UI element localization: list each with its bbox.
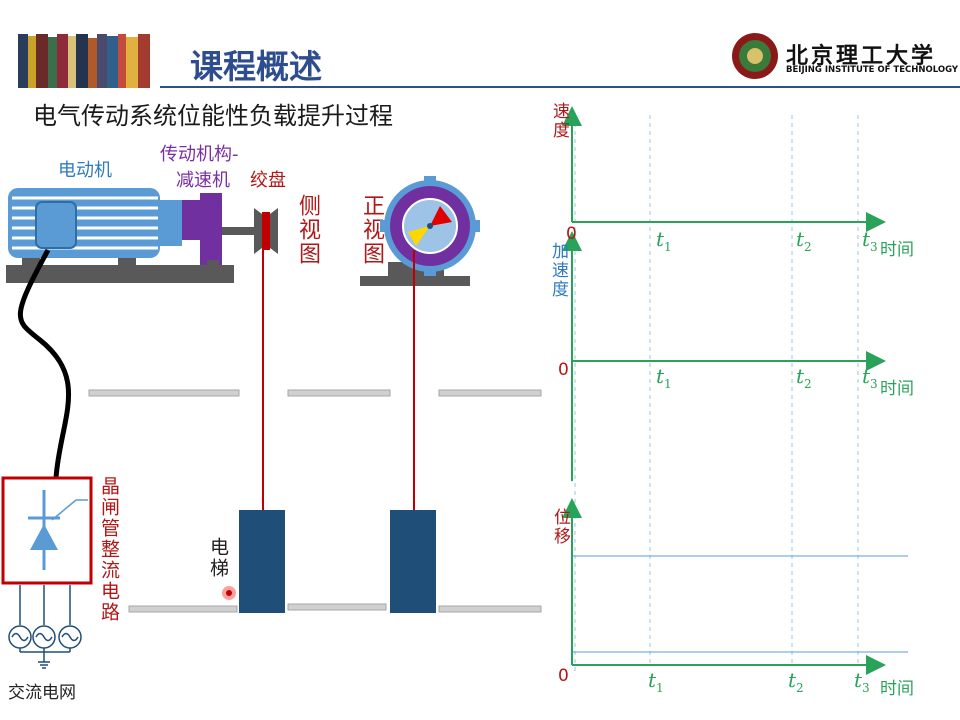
speed-tick-t3: t3 xyxy=(862,227,878,254)
university-name-cn: 北京理工大学 xyxy=(786,43,937,69)
winch-front-icon xyxy=(360,176,480,510)
elevator-label: 电梯 xyxy=(207,537,229,579)
university-name-en: BEIJING INSTITUTE OF TECHNOLOGY xyxy=(786,65,959,75)
elevator-car-front xyxy=(390,510,436,613)
grid-label: 交流电网 xyxy=(8,683,76,703)
slide-subtitle: 电气传动系统位能性负载提升过程 xyxy=(33,102,393,130)
ac-grid-icon xyxy=(8,585,82,669)
displacement-zero-label: 0 xyxy=(558,666,569,686)
displacement-time-label: 时间 xyxy=(880,679,914,699)
acceleration-time-label: 时间 xyxy=(880,379,914,399)
thyristor-rectifier-icon xyxy=(1,476,93,585)
winch-side-icon xyxy=(254,208,278,510)
university-seal-icon xyxy=(731,32,779,80)
power-cable xyxy=(17,248,72,479)
acceleration-tick-t2: t2 xyxy=(796,364,812,391)
winch-label: 绞盘 xyxy=(250,170,286,191)
acceleration-axis-label: 加速度 xyxy=(548,242,568,299)
mechanism-label-2: 减速机 xyxy=(176,170,230,191)
pointer-dot-icon xyxy=(222,586,236,600)
acceleration-chart-axes xyxy=(562,231,886,481)
motor-label: 电动机 xyxy=(58,160,112,181)
header-divider xyxy=(160,86,960,88)
displacement-tick-t1: t1 xyxy=(648,668,664,695)
books-image xyxy=(18,34,150,88)
speed-zero-label: 0 xyxy=(566,224,577,244)
speed-axis-label: 速度 xyxy=(549,102,569,140)
acceleration-zero-label: 0 xyxy=(558,360,569,380)
motor-icon xyxy=(6,188,234,283)
acceleration-tick-t1: t1 xyxy=(656,364,672,391)
displacement-tick-t3: t3 xyxy=(854,668,870,695)
speed-tick-t1: t1 xyxy=(656,227,672,254)
displacement-tick-t2: t2 xyxy=(788,668,804,695)
hoist-diagram xyxy=(1,176,542,669)
gearbox-icon xyxy=(182,193,258,274)
elevator-car-side xyxy=(239,510,285,613)
displacement-axis-label: 位移 xyxy=(550,508,570,546)
displacement-levels xyxy=(573,555,908,653)
side-view-label: 侧视图 xyxy=(295,194,320,266)
time-markers xyxy=(574,115,859,675)
mechanism-label-1: 传动机构- xyxy=(160,144,239,165)
rectifier-label: 晶闸管整流电路 xyxy=(98,476,120,623)
page-title: 课程概述 xyxy=(190,47,322,86)
speed-chart-axes xyxy=(562,106,886,232)
displacement-chart-axes xyxy=(562,498,886,675)
acceleration-tick-t3: t3 xyxy=(862,364,878,391)
speed-tick-t2: t2 xyxy=(796,227,812,254)
motion-charts xyxy=(562,106,908,675)
front-view-label: 正视图 xyxy=(359,194,384,266)
speed-time-label: 时间 xyxy=(880,240,914,260)
